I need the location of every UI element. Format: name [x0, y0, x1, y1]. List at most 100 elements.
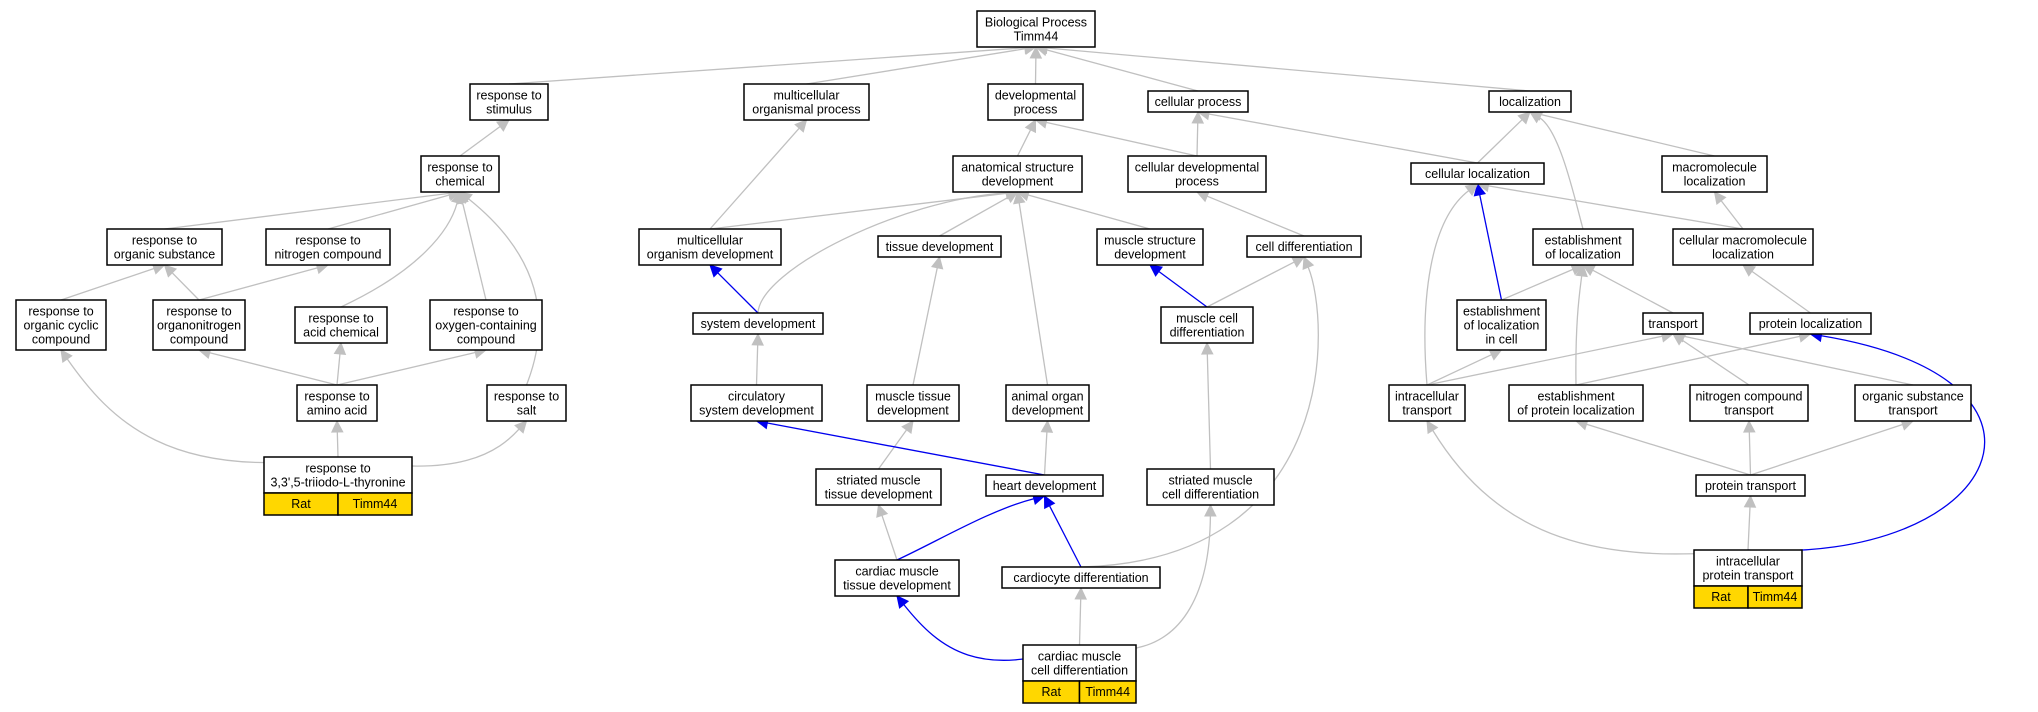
edge-line	[1206, 195, 1305, 237]
node-box	[1001, 566, 1161, 589]
go-term-node-localization[interactable]: localization	[1488, 90, 1572, 113]
node-box	[15, 299, 107, 351]
go-term-node-cell_loc[interactable]: cellular localization	[1410, 162, 1545, 185]
go-term-node-transport[interactable]: transport	[1642, 312, 1704, 335]
edge-line	[1748, 431, 1752, 476]
go-term-node-prot_transport[interactable]: protein transport	[1695, 474, 1806, 497]
node-label-line: response to	[494, 390, 559, 404]
edge-line	[1018, 202, 1049, 386]
edge-line	[1048, 505, 1082, 568]
node-box	[1749, 312, 1872, 335]
edge-line	[877, 429, 908, 470]
node-label-line: muscle cell	[1176, 312, 1238, 326]
go-term-node-cardiocyte_diff[interactable]: cardiocyte differentiation	[1001, 566, 1161, 589]
edge-line	[896, 498, 1035, 561]
node-label-line: multicellular	[774, 89, 840, 103]
go-term-node-resp_triiodo[interactable]: response to3,3',5-triiodo-L-thyronineRat…	[263, 456, 413, 516]
arrowhead-icon	[1743, 494, 1757, 508]
node-label-line: Biological Process	[985, 16, 1087, 30]
edge-line	[709, 127, 800, 230]
edge-cardiac_cell_diff-to-cardiocyte_diff	[1074, 586, 1088, 646]
node-label-line: anatomical structure	[961, 161, 1074, 175]
node-label-line: differentiation	[1170, 326, 1245, 340]
node-label-line: transport	[1648, 317, 1698, 331]
node-label-line: development	[877, 404, 949, 418]
edge-line	[1426, 354, 1492, 386]
gene-cell	[1747, 585, 1803, 609]
node-label-line: response to	[476, 89, 541, 103]
arrowhead-icon	[1488, 349, 1503, 361]
node-box	[987, 83, 1084, 121]
go-term-node-sys_dev[interactable]: system development	[692, 312, 824, 335]
node-label-line: development	[1114, 248, 1186, 262]
go-term-node-cell_proc[interactable]: cellular process	[1147, 90, 1249, 113]
node-label-line: in cell	[1486, 333, 1518, 347]
go-term-node-prot_loc[interactable]: protein localization	[1749, 312, 1872, 335]
edge-line	[912, 267, 938, 386]
edge-resp_chem-to-resp_stim	[459, 119, 510, 157]
node-label-line: process	[1014, 103, 1058, 117]
node-box	[294, 306, 388, 344]
node-label-line: establishment	[1537, 390, 1615, 404]
edge-line	[1080, 266, 1319, 568]
edge-line	[767, 422, 1045, 476]
edge-line	[1501, 268, 1574, 301]
edge-resp_stim-to-bp	[508, 41, 1038, 85]
edge-line	[1424, 190, 1470, 386]
edge-line	[1046, 121, 1198, 157]
node-label-line: macromolecule	[1672, 161, 1757, 175]
edge-resp_organonitro-to-resp_org_sub	[163, 264, 200, 301]
go-term-node-cell_diff[interactable]: cell differentiation	[1246, 235, 1362, 258]
node-box	[1147, 90, 1249, 113]
edge-line	[1027, 194, 1151, 230]
node-label-line: developmental	[995, 89, 1076, 103]
edge-intra_prot_transport-to-intra_transport	[1426, 420, 1749, 555]
edge-resp_amino-to-resp_organonitro	[197, 346, 338, 386]
go-term-node-heart_dev[interactable]: heart development	[985, 474, 1104, 497]
edge-est_prot_loc-to-est_loc	[1575, 263, 1588, 386]
arrowhead-icon	[1517, 111, 1531, 125]
arrowhead-icon	[901, 420, 914, 435]
go-term-node-tissue_dev[interactable]: tissue development	[877, 235, 1002, 258]
node-label-line: acid chemical	[303, 326, 379, 340]
edge-line	[1432, 430, 1749, 555]
edge-est_loc_cell-to-cell_loc	[1473, 182, 1503, 301]
node-label-line: intracellular	[1395, 390, 1459, 404]
edge-intra_transport-to-est_loc_cell	[1426, 349, 1503, 386]
node-label-line: system development	[699, 404, 814, 418]
